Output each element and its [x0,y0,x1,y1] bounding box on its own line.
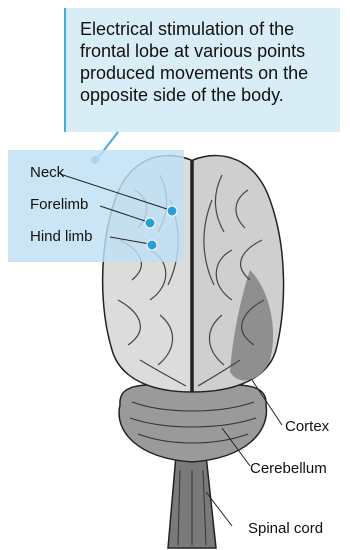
label-forelimb: Forelimb [30,196,88,213]
forelimb-stimulation-point [145,218,155,228]
forelimb-leader-line [100,206,148,222]
label-neck: Neck [30,164,64,181]
label-hind-limb: Hind limb [30,228,93,245]
neck-stimulation-point [167,206,177,216]
hind-limb-leader-line [110,237,150,244]
spinal-cord-leader-line [206,492,232,526]
label-spinal-cord: Spinal cord [248,520,323,537]
label-cerebellum: Cerebellum [250,460,327,477]
label-cortex: Cortex [285,418,329,435]
cerebellum-leader-line [222,428,250,466]
hind-limb-stimulation-point [147,240,157,250]
cortex-leader-line [252,380,282,425]
